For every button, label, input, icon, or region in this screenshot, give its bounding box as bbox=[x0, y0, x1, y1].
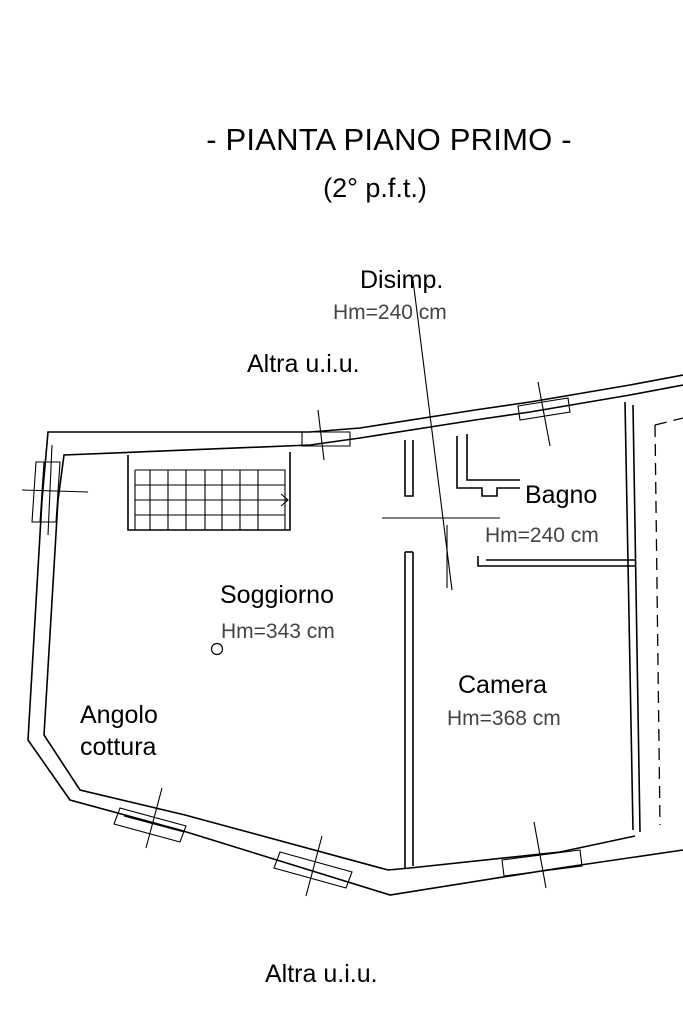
room-name-soggiorno: Soggiorno bbox=[220, 581, 334, 609]
window-top-left bbox=[301, 409, 351, 461]
room-name-angolo-line1: Angolo bbox=[80, 701, 158, 729]
window-bottom-left bbox=[113, 787, 187, 849]
column-marker-icon bbox=[210, 642, 224, 656]
room-height-bagno: Hm=240 cm bbox=[485, 524, 599, 547]
neighbor-label-top: Altra u.i.u. bbox=[247, 350, 360, 378]
neighbor-dashed-top bbox=[654, 417, 683, 426]
outer-wall-inner-line bbox=[43, 384, 683, 871]
window-top-right bbox=[517, 381, 571, 447]
window-bottom-middle bbox=[273, 835, 353, 897]
outer-wall-outer-line bbox=[27, 374, 683, 896]
plan-subtitle: (2° p.f.t.) bbox=[323, 173, 427, 203]
room-name-camera: Camera bbox=[458, 671, 547, 699]
right-wall bbox=[624, 401, 634, 831]
window-bottom-right bbox=[501, 821, 583, 889]
room-height-camera: Hm=368 cm bbox=[447, 707, 561, 730]
neighbor-label-bottom: Altra u.i.u. bbox=[265, 960, 378, 988]
room-name-angolo-line2: cottura bbox=[80, 733, 157, 761]
room-height-disimpegno: Hm=240 cm bbox=[333, 301, 447, 324]
room-height-soggiorno: Hm=343 cm bbox=[221, 620, 335, 643]
section-lines bbox=[21, 279, 500, 591]
camera-partition bbox=[404, 551, 414, 868]
bagno-partitions bbox=[404, 434, 635, 567]
stair-block bbox=[127, 452, 291, 531]
right-wall-inner bbox=[632, 404, 641, 833]
neighbor-dashed-boundary bbox=[654, 424, 661, 826]
plan-title: - PIANTA PIANO PRIMO - bbox=[206, 122, 572, 157]
window-left bbox=[31, 444, 61, 536]
room-name-bagno: Bagno bbox=[525, 481, 598, 509]
room-name-disimpegno: Disimp. bbox=[360, 266, 444, 294]
